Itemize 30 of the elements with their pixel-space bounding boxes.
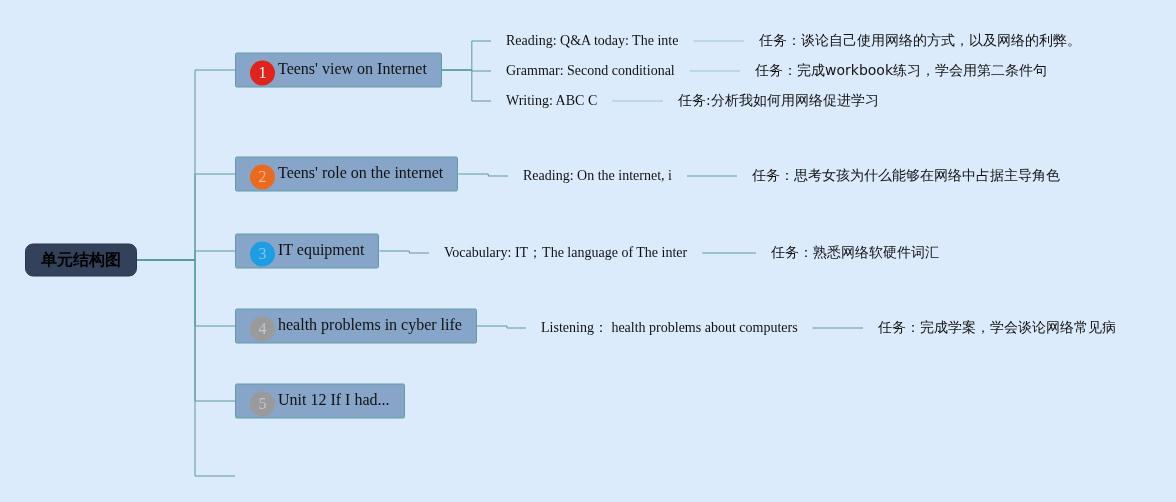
connector-line <box>686 175 738 177</box>
connector-line <box>611 100 664 102</box>
connector-line <box>378 250 430 254</box>
task-text: 任务:分析我如何用网络促进学习 <box>663 92 894 110</box>
task-text: 任务：完成学案，学会谈论网络常见病 <box>863 319 1131 337</box>
number-badge: 2 <box>250 164 275 189</box>
task-text: 任务：谈论自己使用网络的方式，以及网络的利弊。 <box>744 32 1096 50</box>
topic-box: 1 Teens' view on Internet <box>235 52 442 88</box>
connector-line <box>136 259 236 477</box>
connector-line <box>689 70 741 72</box>
subtopic-text: Writing: ABC C <box>491 93 613 109</box>
connector-line <box>457 173 509 177</box>
task-text: 任务：思考女孩为什么能够在网络中占据主导角色 <box>737 167 1075 185</box>
connector-line <box>441 69 492 102</box>
connector-line <box>701 252 757 254</box>
task-text: 任务：熟悉网络软硬件词汇 <box>756 244 954 262</box>
subtopic-text: Grammar: Second conditional <box>491 63 690 79</box>
connector-line <box>692 40 745 42</box>
number-badge: 1 <box>250 60 275 85</box>
topic-box: 2 Teens' role on the internet <box>235 156 459 192</box>
subtopic-text: Reading: Q&A today: The inte <box>491 33 694 49</box>
connector-line <box>812 327 864 329</box>
subtopic-text: Listening： health problems about computers <box>526 319 813 337</box>
subtopic-text: Vocabulary: IT；The language of The inter <box>429 244 703 262</box>
root-node: 单元结构图 <box>25 243 137 277</box>
topic-box: 3 IT equipment <box>235 233 380 269</box>
subtopic-text: Reading: On the internet, i <box>508 168 687 184</box>
number-badge: 3 <box>250 241 275 266</box>
task-text: 任务：完成workbook练习，学会用第二条件句 <box>740 62 1062 80</box>
connector-line <box>476 325 527 329</box>
